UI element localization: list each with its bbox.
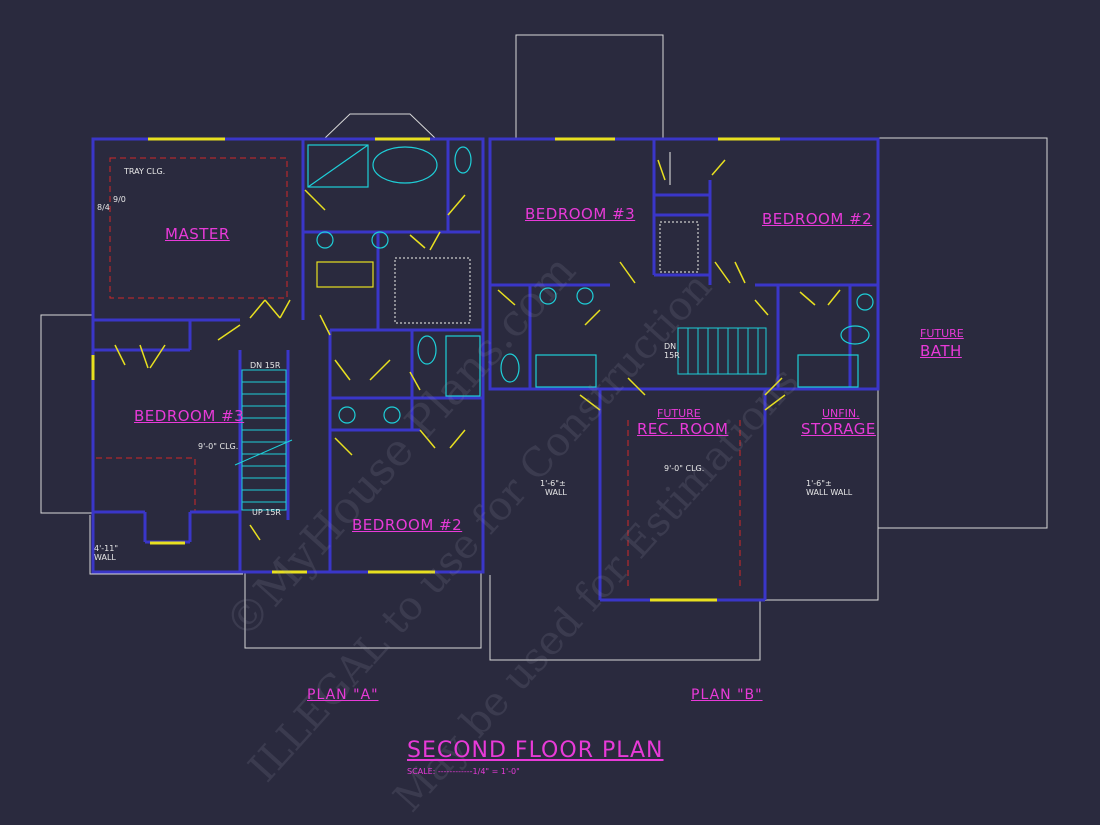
note-wall-right-1: 1'-6"± [806,479,832,488]
note-stair-down-b2: 15R [664,351,680,360]
stairs [234,327,767,511]
plan-a-caption: PLAN "A" [307,687,379,703]
room-label-bedroom-2-a: BEDROOM #2 [352,516,463,534]
room-label-future-rec-1: FUTURE [657,407,701,420]
drawing-title: SECOND FLOOR PLAN [407,738,664,763]
room-label-bedroom-3-a: BEDROOM #3 [134,407,245,425]
note-wall-right-2: WALL WALL [806,488,853,497]
room-label-unfin-2: STORAGE [801,420,876,438]
note-wall-height-2: WALL [94,553,116,562]
note-ceiling-a: 9'-0" CLG. [198,442,239,451]
stair-treads-a [242,381,286,503]
room-label-bedroom-2-b: BEDROOM #2 [762,210,873,228]
dashed-ceiling-lines [96,157,741,590]
note-stair-down-b1: DN [664,342,677,351]
note-dim-8-4: 8/4 [97,203,110,212]
note-dim-9-0: 9/0 [113,195,126,204]
note-ceiling-b: 9'-0" CLG. [664,464,705,473]
note-wall-left-1: 1'-6"± [540,479,566,488]
stair-treads-b [687,328,759,374]
plan-b-caption: PLAN "B" [691,687,763,703]
note-stair-down-a: DN 15R [250,361,281,370]
room-label-future-rec-2: REC. ROOM [637,420,729,438]
room-label-bedroom-3-b: BEDROOM #3 [525,205,636,223]
note-tray-ceiling: TRAY CLG. [124,167,166,176]
fixtures [307,144,874,424]
note-wall-height-1: 4'-11" [94,544,119,553]
note-wall-left-2: WALL [545,488,567,497]
exterior-outlines [40,34,1048,661]
drawing-scale: SCALE: ------------1/4" = 1'-0" [407,767,520,776]
windows [91,137,780,602]
room-label-future-bath-1: FUTURE [920,327,964,340]
note-stair-up-a: UP 15R [252,508,281,517]
room-label-future-bath-2: BATH [920,342,962,360]
room-label-master: MASTER [165,225,230,243]
room-label-unfin-1: UNFIN. [822,407,860,420]
doors [114,159,841,541]
walls-plan-a [91,137,485,574]
